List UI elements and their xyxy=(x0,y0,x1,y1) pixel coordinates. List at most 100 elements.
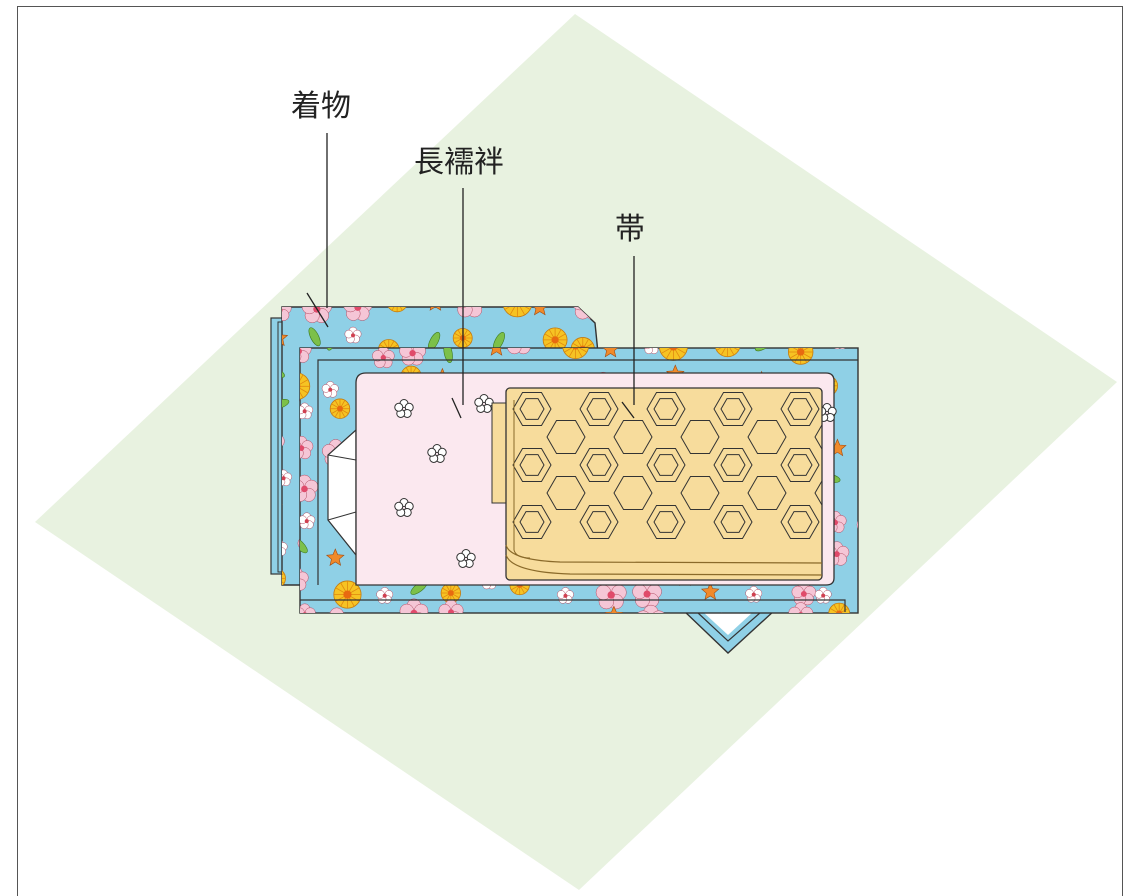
blossom-icon xyxy=(399,598,429,613)
hexagon-icon xyxy=(720,398,746,420)
flower-icon xyxy=(427,444,447,463)
maple-leaf-icon xyxy=(700,582,720,600)
hexagon-icon xyxy=(579,392,619,426)
nagajuban-label: 長襦袢 xyxy=(414,145,504,180)
hexagon-icon xyxy=(546,420,586,454)
hexagon-icon xyxy=(780,505,820,539)
hexagon-icon xyxy=(579,448,619,482)
obi-belt xyxy=(505,387,823,581)
hexagon-icon xyxy=(519,454,545,476)
kimono-fold-line xyxy=(317,359,858,585)
blossom-icon xyxy=(300,512,316,529)
blossom-icon xyxy=(454,307,486,318)
collar-bottom-white xyxy=(703,612,753,635)
hexagon-icon xyxy=(787,454,813,476)
blossom-icon xyxy=(399,348,426,366)
hexagon-icon xyxy=(720,454,746,476)
hexagon-icon xyxy=(653,511,679,533)
blossom-icon xyxy=(557,587,574,604)
chrysanthemum-icon xyxy=(282,567,286,585)
maple-leaf-icon xyxy=(282,328,289,347)
blossom-icon xyxy=(300,402,314,420)
blossom-icon xyxy=(282,469,292,487)
hexagon-icon xyxy=(586,398,612,420)
obi-leader-tick xyxy=(621,401,635,419)
maple-leaf-icon xyxy=(325,548,345,566)
obi-label: 帯 xyxy=(615,212,645,247)
maple-leaf-icon xyxy=(601,348,620,358)
flower-icon xyxy=(394,399,414,418)
blossom-icon xyxy=(300,567,309,591)
collar-left-line-2 xyxy=(327,511,357,521)
kimono-fold-line-bottom xyxy=(300,599,846,612)
leaf-icon xyxy=(326,348,336,351)
hexagon-icon xyxy=(586,454,612,476)
blossom-icon xyxy=(438,599,464,613)
hexagon-icon xyxy=(512,392,552,426)
obi-hexagon-pattern xyxy=(512,392,822,539)
leaf-icon xyxy=(282,398,290,410)
hexagon-icon xyxy=(747,476,787,510)
flower-icon xyxy=(456,549,476,568)
hexagon-icon xyxy=(613,420,653,454)
chrysanthemum-icon xyxy=(502,307,533,318)
chrysanthemum-icon xyxy=(714,348,741,358)
hexagon-icon xyxy=(787,511,813,533)
blossom-icon xyxy=(322,607,352,613)
maple-leaf-icon xyxy=(604,605,624,613)
hexagon-icon xyxy=(713,448,753,482)
hexagon-icon xyxy=(720,511,746,533)
chrysanthemum-icon xyxy=(300,372,311,401)
obi-fold-inner xyxy=(513,400,531,559)
hexagon-icon xyxy=(579,505,619,539)
leaf-icon xyxy=(308,327,321,347)
hexagon-icon xyxy=(680,420,720,454)
kimono-label: 着物 xyxy=(291,89,351,124)
hexagon-icon xyxy=(586,511,612,533)
collar-left-line xyxy=(327,454,357,461)
blossom-icon xyxy=(300,435,314,460)
blossom-icon xyxy=(856,517,858,532)
leaf-icon xyxy=(754,348,773,352)
blossom-icon xyxy=(788,602,814,613)
hexagon-icon xyxy=(787,398,813,420)
collar-bottom-inner xyxy=(696,611,762,642)
blossom-icon xyxy=(282,307,292,321)
blossom-icon xyxy=(832,348,847,350)
hexagon-icon xyxy=(519,398,545,420)
blossom-icon xyxy=(642,348,660,354)
chrysanthemum-icon xyxy=(329,398,351,419)
hexagon-icon xyxy=(546,476,586,510)
chrysanthemum-icon xyxy=(386,307,408,313)
hexagon-icon xyxy=(653,398,679,420)
blossom-icon xyxy=(344,326,362,344)
leaf-icon xyxy=(300,537,308,554)
blossom-icon xyxy=(300,474,319,502)
hexagon-icon xyxy=(780,392,820,426)
leaf-icon xyxy=(443,348,453,363)
hexagon-icon xyxy=(680,476,720,510)
hexagon-icon xyxy=(814,479,822,507)
blossom-icon xyxy=(282,434,285,456)
hexagon-icon xyxy=(713,505,753,539)
hexagon-icon xyxy=(519,511,545,533)
maple-leaf-icon xyxy=(487,348,506,356)
blossom-icon xyxy=(507,348,531,355)
flower-icon xyxy=(394,498,414,517)
blossom-icon xyxy=(814,586,832,604)
hexagon-icon xyxy=(646,448,686,482)
maple-leaf-icon xyxy=(530,307,550,316)
hexagon-icon xyxy=(780,448,820,482)
hexagon-icon xyxy=(713,392,753,426)
blossom-icon xyxy=(376,587,394,604)
kimono-leader-tick xyxy=(306,292,329,328)
chrysanthemum-icon xyxy=(787,348,814,365)
blossom-icon xyxy=(300,348,312,363)
figure-frame xyxy=(17,6,1123,896)
blossom-icon xyxy=(300,603,316,613)
nagajuban-leader-tick xyxy=(451,397,462,419)
hexagon-icon xyxy=(512,448,552,482)
chrysanthemum-icon xyxy=(333,580,362,609)
blossom-icon xyxy=(282,539,288,556)
